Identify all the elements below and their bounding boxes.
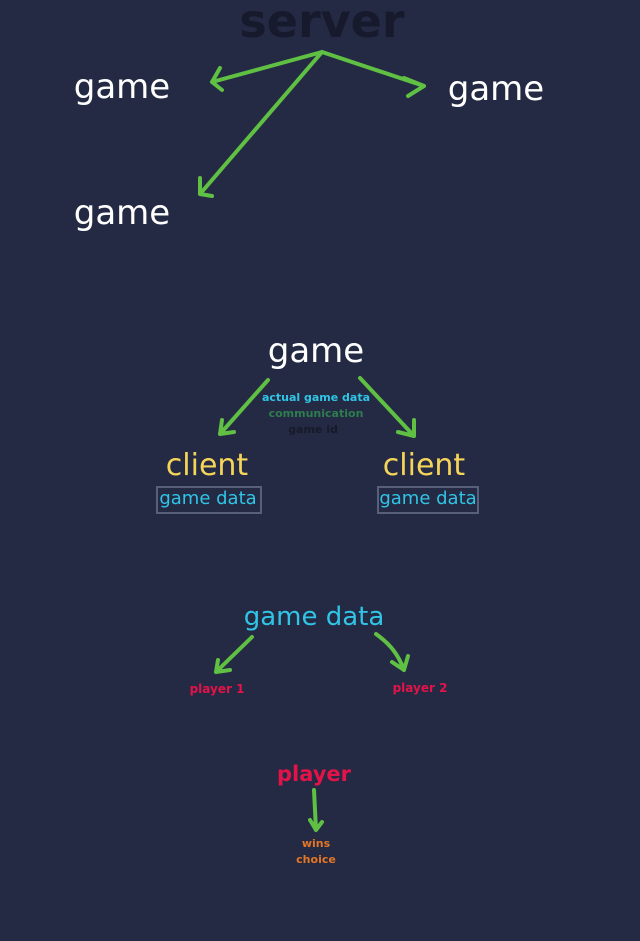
choice-label: choice [296,853,336,866]
arrow-player-to-wins [308,788,324,832]
game-data-node: game data [243,602,385,632]
server-label: server [239,0,405,48]
client-left-label: client [165,448,249,483]
note-actual-game-data: actual game data [261,391,371,404]
arrow-server-to-game-right [320,50,426,98]
player1-label: player 1 [189,682,245,696]
arrow-server-to-game-left [210,50,324,92]
client-right-data: game data [379,488,477,509]
game-node-center: game [267,331,365,371]
wins-label: wins [301,837,331,850]
game-node-bottom: game [73,193,171,233]
game-node-left: game [73,67,171,107]
game-node-right: game [447,69,545,109]
client-left-data-box [156,486,262,514]
arrow-gamedata-to-player2 [374,632,410,672]
note-communication: communication [268,407,364,420]
note-game-id: game id [288,423,338,436]
arrow-game-to-client-right [358,376,416,438]
player-node: player [276,762,352,786]
arrow-game-to-client-left [218,378,270,436]
player2-label: player 2 [392,681,448,695]
client-left-data: game data [159,488,257,509]
arrow-server-to-game-bottom [198,50,324,198]
client-right-data-box [377,486,479,514]
arrow-gamedata-to-player1 [214,635,254,674]
client-right-label: client [382,448,466,483]
